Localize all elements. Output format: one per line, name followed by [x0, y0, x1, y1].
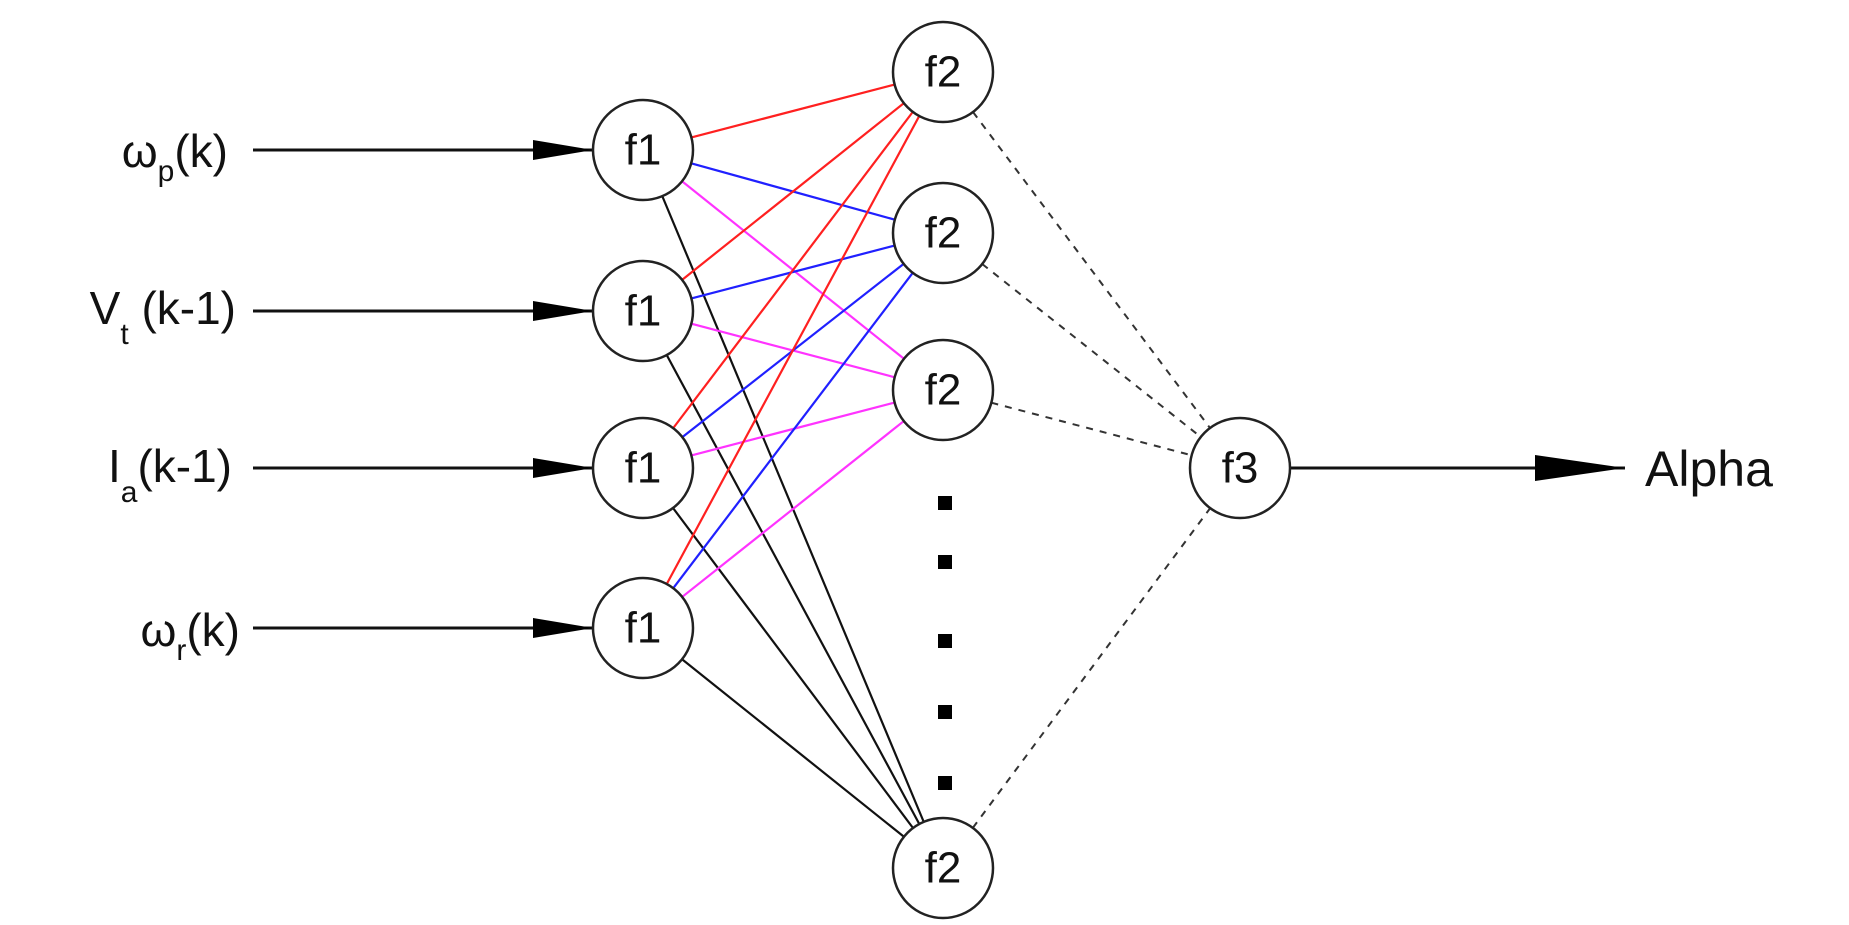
layer2-node: f2 — [891, 20, 995, 124]
input-arrows — [253, 140, 593, 638]
connection-f1-3-to-f2-1 — [672, 111, 914, 429]
connection-f1-3-to-f2-4 — [672, 507, 914, 829]
output-label: Alpha — [1645, 441, 1773, 497]
layer1-node: f1 — [591, 259, 695, 363]
layer2-node: f2 — [891, 816, 995, 920]
layer1-node: f1 — [591, 98, 695, 202]
connection-f1-1-to-f2-1 — [691, 83, 895, 139]
svg-text:f1: f1 — [625, 287, 662, 336]
svg-text:f2: f2 — [925, 844, 962, 893]
connection-f1-2-to-f2-2 — [691, 244, 895, 300]
input-label-1: ωp(k) — [122, 125, 228, 188]
connection-f1-4-to-f2-1 — [665, 115, 921, 585]
ellipsis-dot — [938, 634, 952, 648]
connection-f2-1-to-f3 — [972, 111, 1211, 429]
layer3-node: f3 — [1188, 416, 1292, 520]
svg-text:f1: f1 — [625, 126, 662, 175]
ellipsis-dot — [938, 496, 952, 510]
connection-f1-4-to-f2-2 — [672, 272, 914, 589]
input-labels: ωp(k) Vt (k-1) Ia(k-1) ωr(k) — [90, 125, 240, 667]
layer1-node: f1 — [591, 416, 695, 520]
connection-f1-4-to-f2-4 — [681, 658, 905, 838]
ellipsis-dot — [938, 555, 952, 569]
connection-f2-4-to-f3 — [972, 507, 1211, 829]
svg-text:f2: f2 — [925, 366, 962, 415]
input-label-3: Ia(k-1) — [108, 440, 232, 509]
svg-text:f3: f3 — [1222, 444, 1259, 493]
layer2-node: f2 — [891, 338, 995, 442]
input-label-4: ωr(k) — [140, 604, 240, 667]
svg-text:f1: f1 — [625, 444, 662, 493]
ellipsis-dot — [938, 705, 952, 719]
connection-f2-2-to-f3 — [981, 263, 1202, 438]
layer1-node: f1 — [591, 576, 695, 680]
connection-f2-3-to-f3 — [991, 401, 1192, 457]
svg-text:f2: f2 — [925, 48, 962, 97]
connection-f1-4-to-f2-3 — [681, 420, 905, 598]
nodes: f1 f1 f1 f1 f2 f2 f2 f2 f3 — [591, 20, 1292, 920]
connections — [661, 83, 1211, 838]
svg-text:f1: f1 — [625, 604, 662, 653]
input-label-2: Vt (k-1) — [90, 282, 236, 351]
connection-f1-2-to-f2-1 — [681, 102, 905, 281]
hidden-layer-ellipsis — [938, 496, 952, 790]
layer2-node: f2 — [891, 181, 995, 285]
connection-f1-2-to-f2-4 — [665, 354, 921, 825]
ellipsis-dot — [938, 776, 952, 790]
svg-text:f2: f2 — [925, 209, 962, 258]
